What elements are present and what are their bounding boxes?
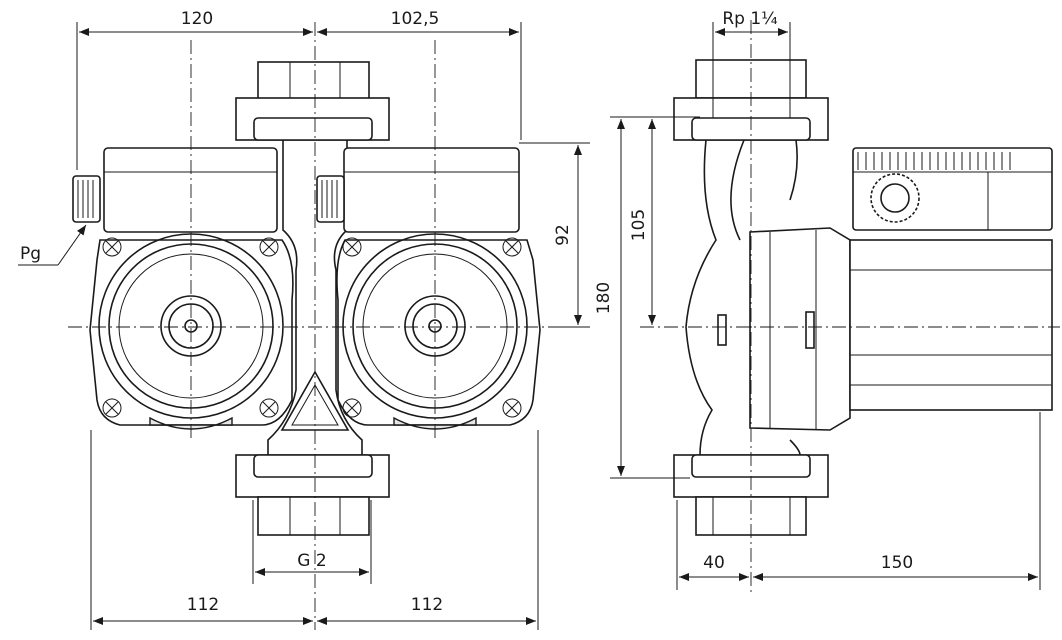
dim-150: 150 [881, 553, 913, 573]
side-view [640, 20, 1060, 592]
dim-120: 120 [181, 9, 213, 29]
bottom-pipe-connection [257, 496, 370, 536]
left-pressure-gauge-knob [72, 175, 101, 223]
pressure-gauge-label: Pg [20, 244, 41, 264]
dim-40: 40 [703, 553, 725, 573]
dim-112-left: 112 [187, 595, 219, 615]
side-dimensions: Rp 1¼ 180 105 40 150 [594, 9, 1041, 590]
dim-112-right: 112 [411, 595, 443, 615]
right-pump-head [316, 147, 541, 430]
right-control-box [343, 147, 520, 233]
right-pressure-gauge-knob [316, 175, 345, 223]
dim-180: 180 [594, 282, 614, 314]
dim-g2: G 2 [297, 551, 326, 571]
top-pipe-connection [257, 61, 370, 101]
dim-105: 105 [629, 209, 649, 241]
left-control-box [103, 147, 278, 233]
dim-102-5: 102,5 [391, 9, 440, 29]
side-speed-knob [870, 173, 920, 223]
dim-rp-1-1-4: Rp 1¼ [722, 9, 777, 29]
side-motor [849, 239, 1053, 411]
front-dimensions: 120 102,5 92 Pg G 2 112 112 [18, 9, 590, 630]
left-pump-head [72, 147, 294, 430]
dim-92: 92 [553, 224, 573, 246]
front-view [68, 22, 548, 630]
side-pump-housing [749, 227, 851, 431]
